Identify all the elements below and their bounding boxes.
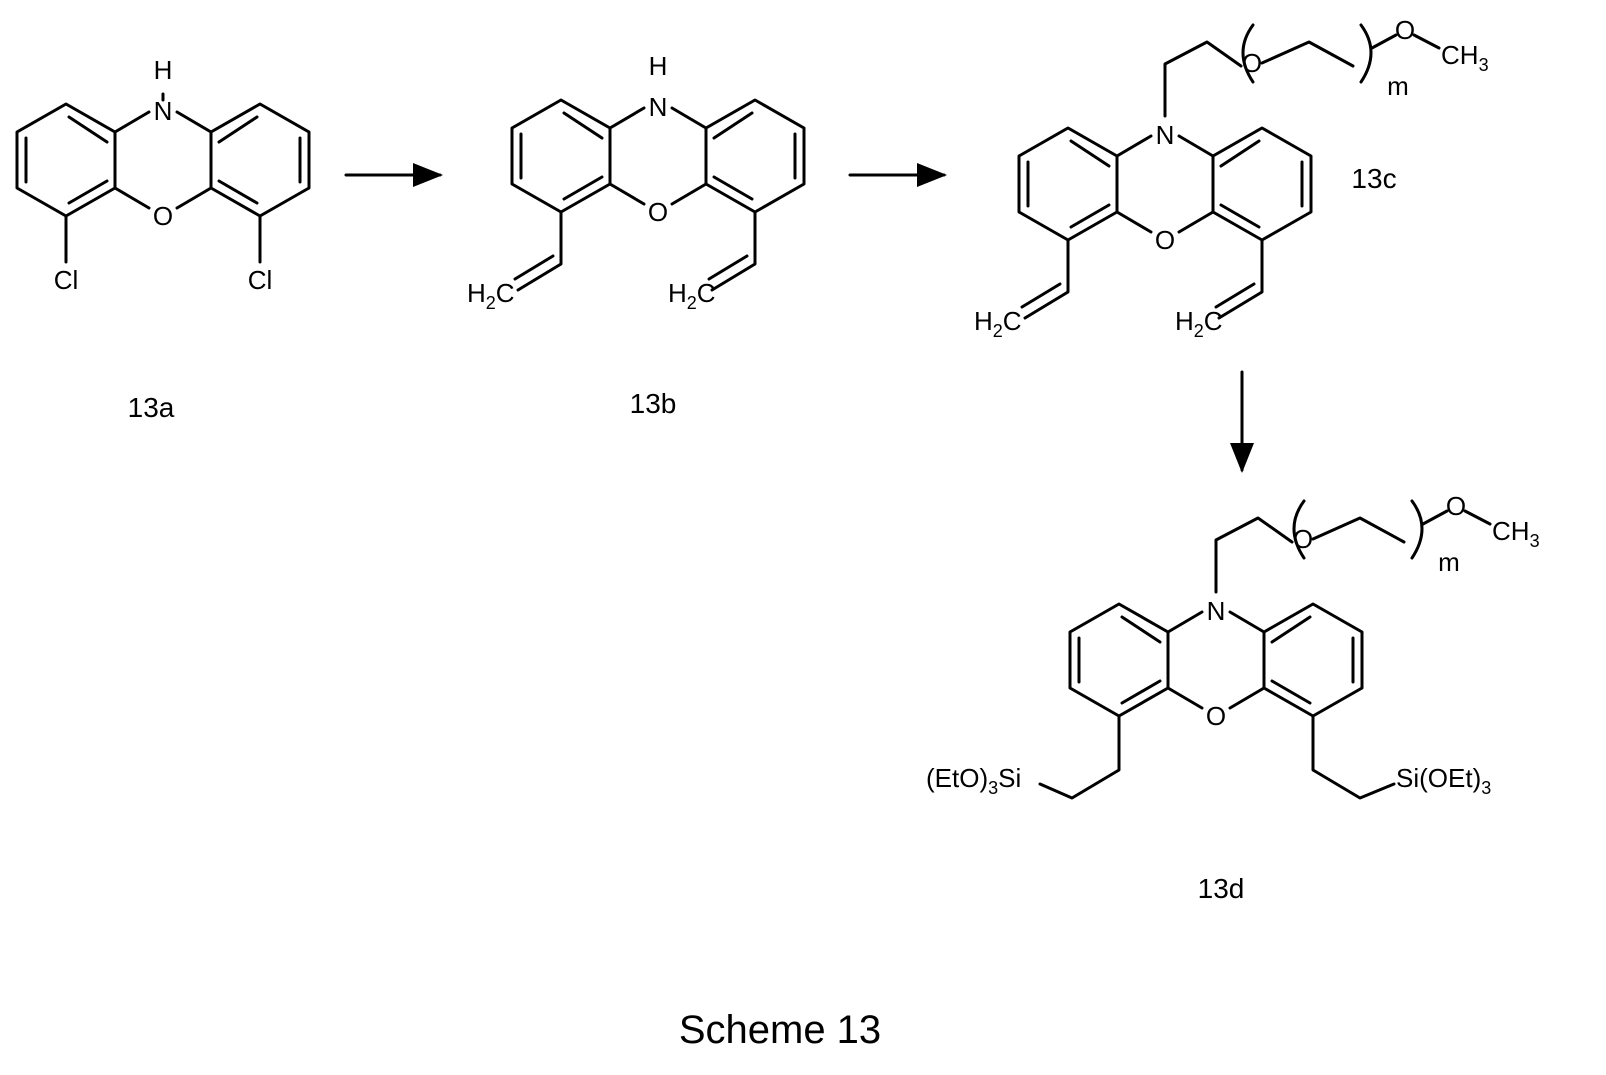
methoxy-oxygen-label: O <box>1446 491 1466 521</box>
peg-chain: O O CH3 m <box>1216 491 1540 592</box>
peg-chain: O O CH3 m <box>1165 15 1489 116</box>
compound-13d: N O (EtO)3Si Si(OEt)3 O O CH3 m <box>926 491 1540 798</box>
vinyl-bond-right <box>709 212 755 290</box>
methyl-label: CH3 <box>1492 516 1540 551</box>
phenoxazine-core: N O <box>1019 120 1311 255</box>
methoxy-oxygen-label: O <box>1395 15 1415 45</box>
compound-label-13b: 13b <box>630 388 677 419</box>
nitrogen-label: N <box>154 96 173 126</box>
compound-label-13d: 13d <box>1198 873 1245 904</box>
silylethyl-bond-left <box>1040 716 1119 798</box>
nitrogen-label: N <box>1156 120 1175 150</box>
compound-13c: N O H2C H2C O O CH3 m <box>974 15 1489 341</box>
methylene-label-left: H2C <box>974 306 1022 341</box>
compound-13b: N H O H2C H2C <box>467 51 804 313</box>
ether-oxygen-label: O <box>1293 524 1313 554</box>
compound-13a: N H O Cl Cl <box>17 55 309 295</box>
silyl-label-left: (EtO)3Si <box>926 763 1021 798</box>
phenoxazine-core: N H O <box>17 55 309 231</box>
compound-label-13a: 13a <box>128 392 175 423</box>
oxygen-label: O <box>1206 701 1226 731</box>
compound-label-13c: 13c <box>1351 163 1396 194</box>
oxygen-label: O <box>1155 225 1175 255</box>
chlorine-label-right: Cl <box>248 265 273 295</box>
hydrogen-label: H <box>649 51 668 81</box>
methyl-label: CH3 <box>1441 40 1489 75</box>
methylene-label-right: H2C <box>1175 306 1223 341</box>
scheme-caption: Scheme 13 <box>679 1008 881 1052</box>
repeat-index-label: m <box>1438 547 1460 577</box>
silylethyl-bond-right <box>1313 716 1394 798</box>
methylene-label-left: H2C <box>467 278 515 313</box>
vinyl-bond-left <box>1022 240 1068 318</box>
repeat-index-label: m <box>1387 71 1409 101</box>
nitrogen-label: N <box>1207 596 1226 626</box>
oxygen-label: O <box>648 197 668 227</box>
ether-oxygen-label: O <box>1242 48 1262 78</box>
oxygen-label: O <box>153 201 173 231</box>
chlorine-label-left: Cl <box>54 265 79 295</box>
vinyl-bond-left <box>515 212 561 290</box>
phenoxazine-core: N H O <box>512 51 804 227</box>
phenoxazine-core: N O <box>1070 596 1362 731</box>
nitrogen-label: N <box>649 92 668 122</box>
hydrogen-label: H <box>154 55 173 85</box>
vinyl-bond-right <box>1216 240 1262 318</box>
methylene-label-right: H2C <box>668 278 716 313</box>
silyl-label-right: Si(OEt)3 <box>1396 763 1491 798</box>
